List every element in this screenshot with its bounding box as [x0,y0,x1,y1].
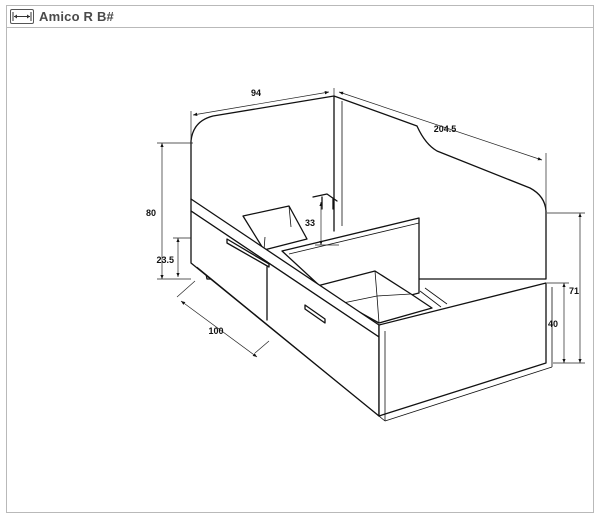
dim-line-width [192,91,330,116]
dim-label-height-back: 80 [146,208,156,218]
width-arrows-icon [10,9,34,24]
dim-label-length: 204.5 [434,124,457,134]
dim-label-height-front: 40 [548,319,558,329]
footboard-bottom-edge [384,366,553,422]
product-title: Amico R B# [39,9,114,24]
right-compartment-inner [342,270,412,324]
diagram-frame: Amico R B# [6,5,594,513]
dim-label-drawer-depth: 100 [208,326,223,336]
dim-line-drawer-depth [180,300,258,358]
dim-label-width: 94 [251,88,261,98]
drawer-handle-right [304,304,326,324]
partition-top-edge [288,222,420,255]
header-bar: Amico R B# [7,6,593,28]
drawer-bottom-edge [196,266,386,422]
bed-outline [190,95,553,422]
dim-label-height-side: 71 [569,286,579,296]
dim-label-inner-depth: 33 [305,218,315,228]
dim-ext-drawer-depth-right [254,340,270,354]
dim-ext-drawer-depth-left [176,280,196,298]
dim-line-length [338,91,543,161]
dimension-lines [157,88,585,364]
left-compartment [242,205,308,251]
bed-drawing: 94 204.5 80 23.5 100 33 71 40 [146,88,585,422]
dim-label-height-drawer: 23.5 [156,255,174,265]
drawer-handle-left [226,238,270,268]
footboard-panel [378,282,547,417]
slat-rail [419,287,448,308]
dimension-labels: 94 204.5 80 23.5 100 33 71 40 [146,88,579,336]
